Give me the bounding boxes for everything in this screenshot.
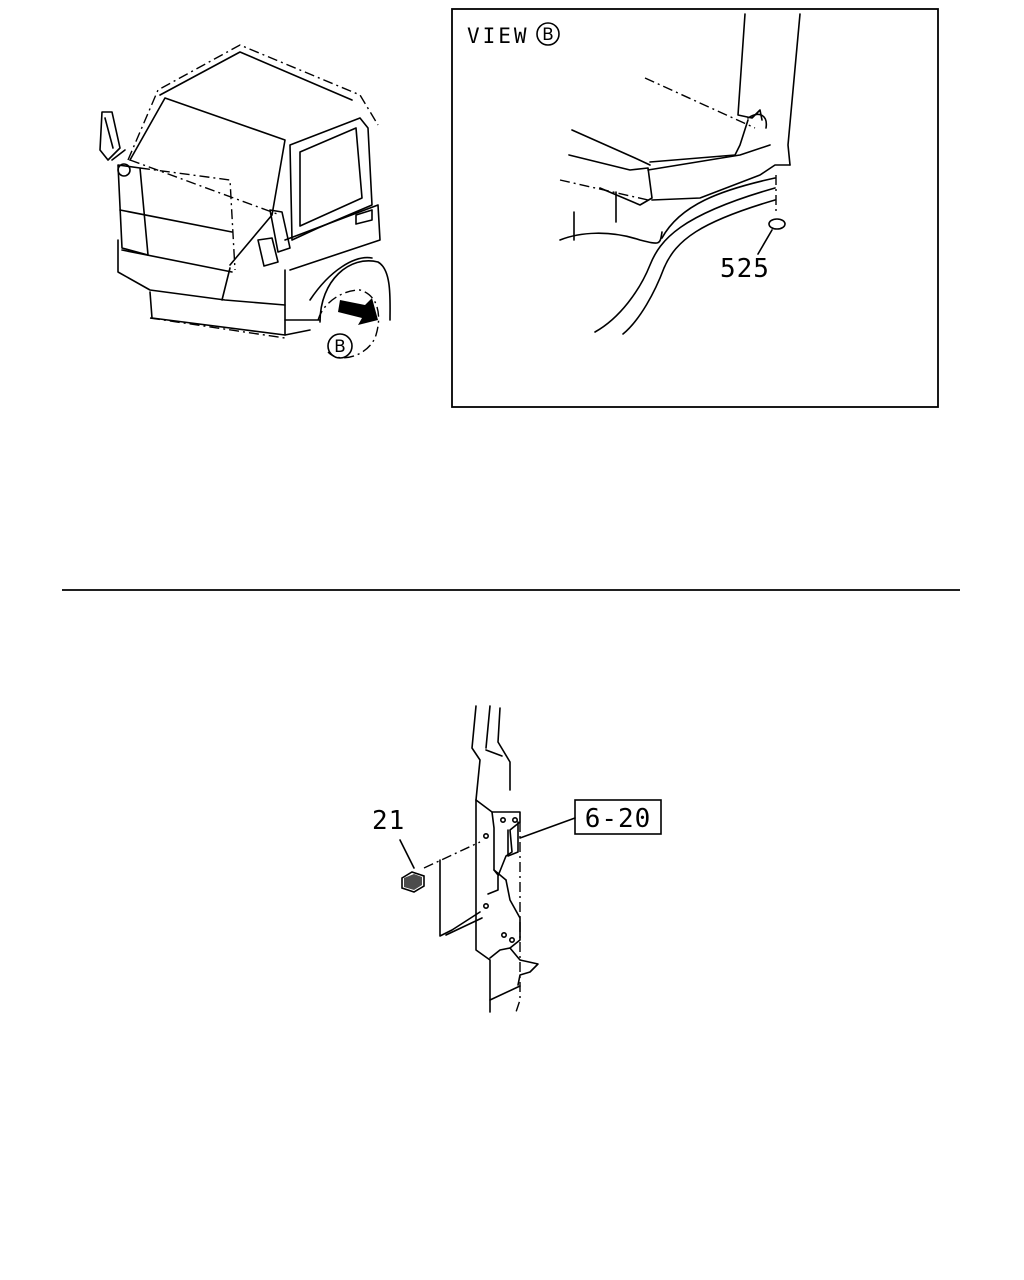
- part-21-label: 21: [372, 806, 405, 836]
- view-b-panel: VIEW B 525: [451, 8, 939, 408]
- ref-6-20-label: 6-20: [585, 804, 652, 834]
- fastener-525: [768, 218, 786, 230]
- ref-6-20-box: [574, 799, 662, 835]
- panel-assembly: 21 6-20: [372, 705, 662, 1013]
- overview-callout-letter: B: [334, 337, 346, 357]
- view-b-frame: [451, 8, 939, 408]
- overview-callout-circle: [327, 333, 353, 359]
- view-letter: B: [542, 25, 554, 45]
- truck-cab-overview: B: [99, 44, 391, 359]
- clip-21: [401, 871, 425, 893]
- part-525-label: 525: [720, 254, 770, 284]
- view-label: VIEW: [467, 24, 530, 48]
- view-arrow-icon: [338, 298, 378, 325]
